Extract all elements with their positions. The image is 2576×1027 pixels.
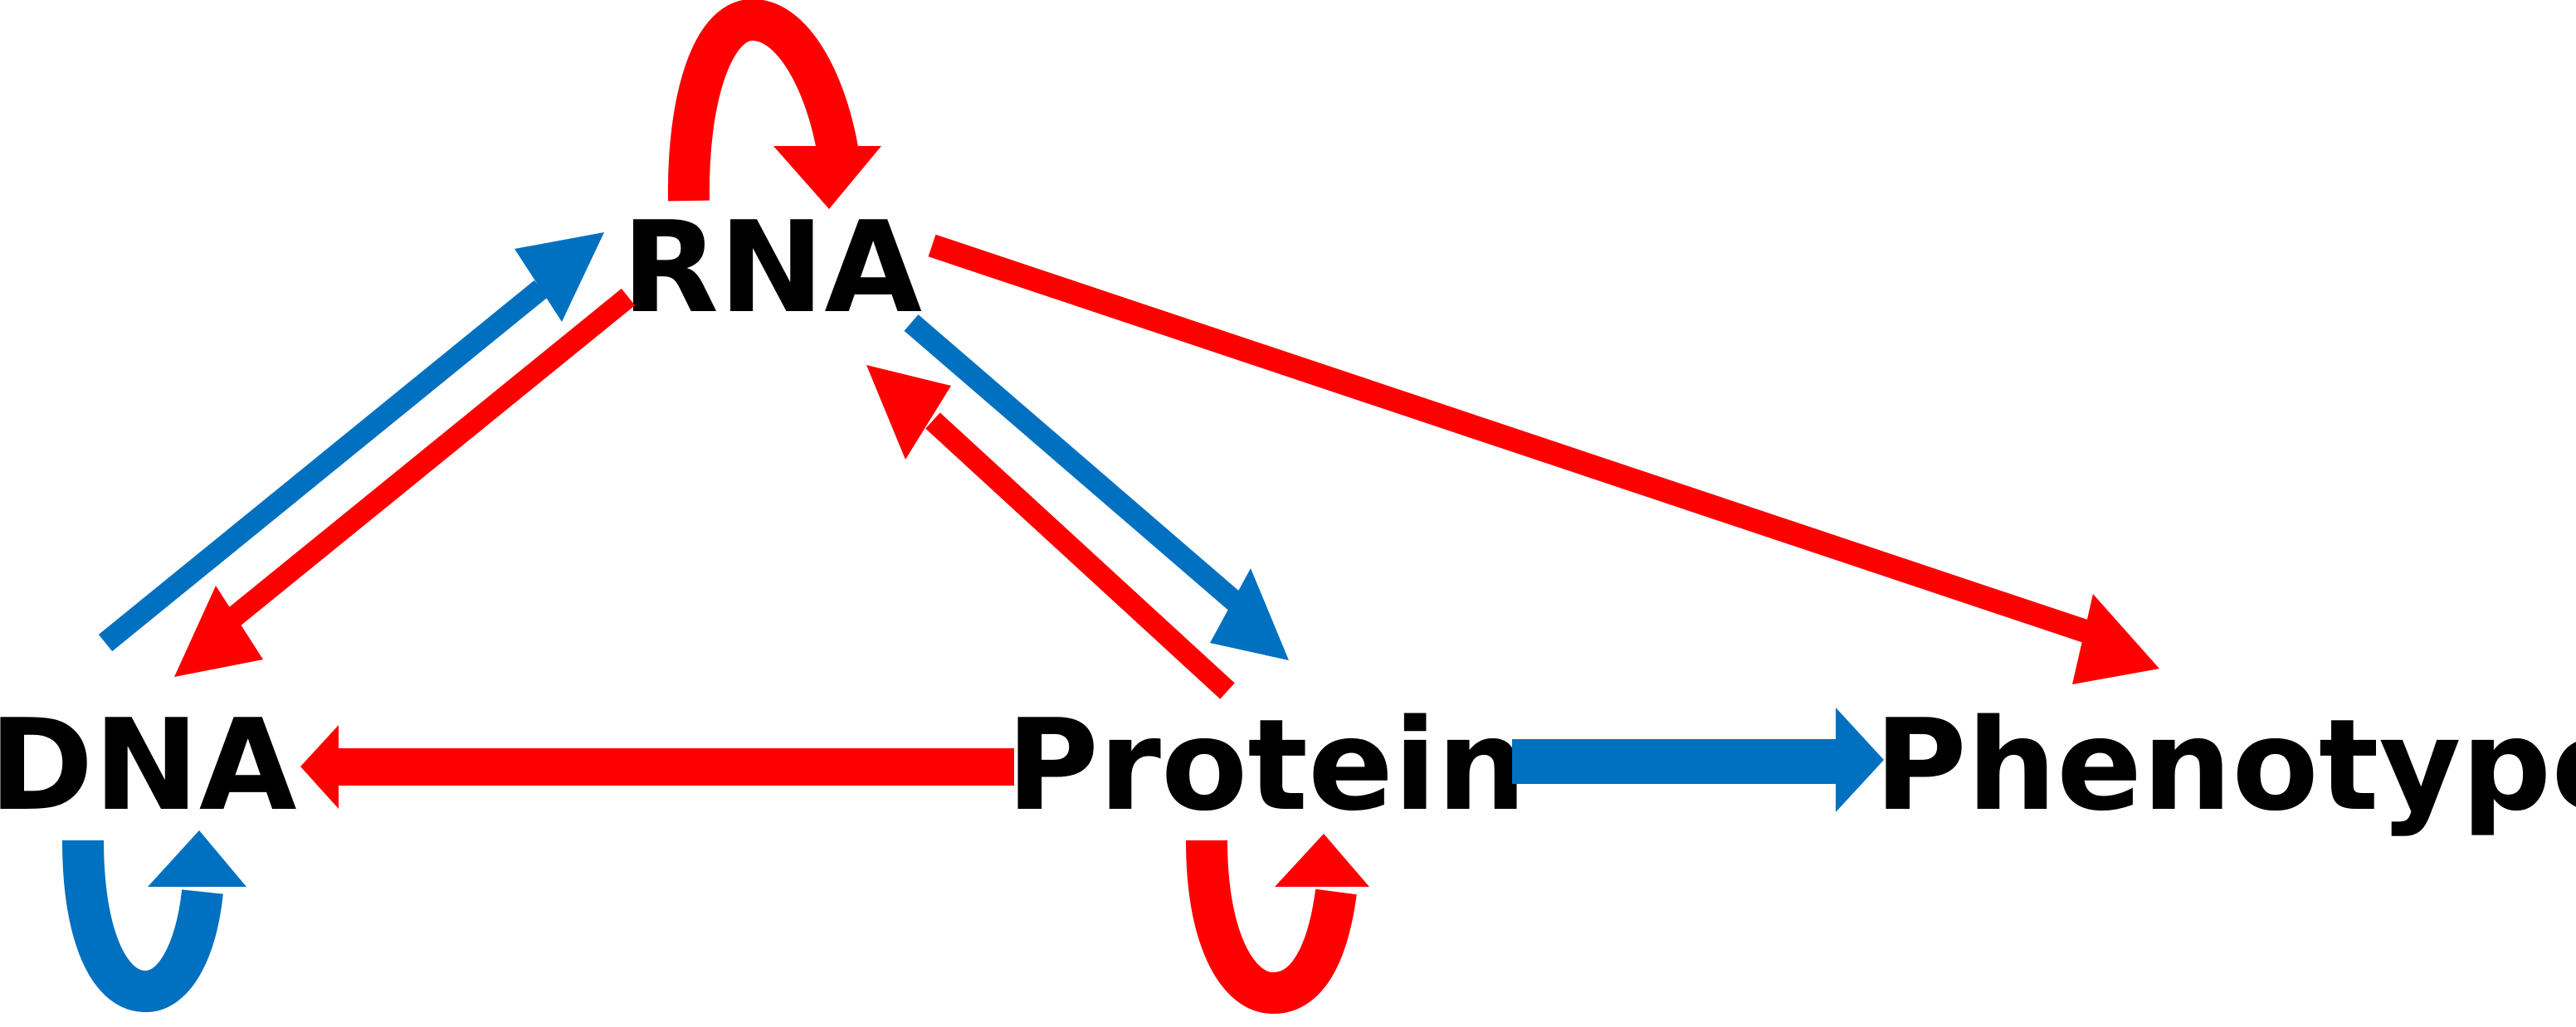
- arrow-protein-to-dna: [300, 725, 1014, 809]
- arrow-dna-to-rna: [98, 232, 604, 652]
- arrow-rna-to-phenotype: [928, 234, 2159, 684]
- node-phenotype: Phenotype: [1875, 692, 2576, 839]
- loop-dna-self: [62, 830, 246, 1013]
- arrow-protein-to-rna: [866, 365, 1235, 699]
- arrow-rna-to-dna: [174, 288, 636, 677]
- loop-protein-self: [1186, 834, 1369, 1014]
- arrow-rna-to-protein: [904, 314, 1289, 660]
- node-dna: DNA: [0, 692, 297, 839]
- node-rna: RNA: [622, 194, 922, 341]
- loop-rna-self: [667, 0, 881, 209]
- node-protein: Protein: [1007, 692, 1527, 839]
- arrow-protein-to-phenotype: [1512, 708, 1884, 812]
